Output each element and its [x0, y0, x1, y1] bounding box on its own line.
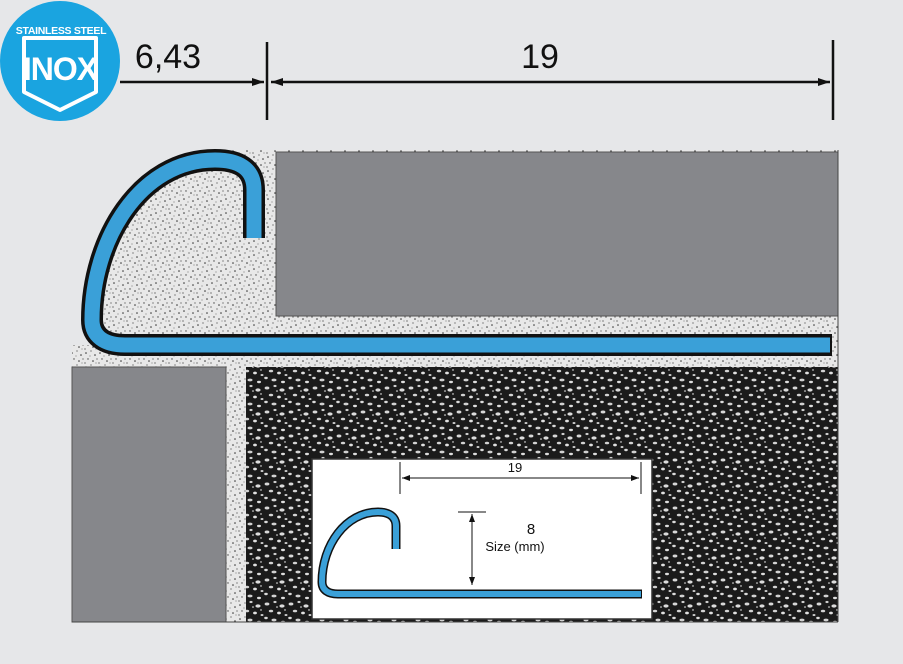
bottom-left-tile — [71, 366, 227, 623]
inox-badge: STAINLESS STEEL INOX — [0, 1, 120, 121]
adhesive-fill — [72, 150, 228, 345]
inset-size-label: Size (mm) — [485, 539, 544, 554]
badge-circle — [0, 1, 120, 121]
shield-icon — [22, 36, 98, 112]
trim-profile — [84, 152, 830, 353]
dim-left-value: 6,43 — [135, 38, 201, 76]
inset-profile — [319, 509, 641, 597]
inset-height-value: 8 — [527, 521, 535, 538]
dim-top-value: 19 — [521, 38, 559, 76]
badge-top-text: STAINLESS STEEL — [16, 25, 107, 37]
badge-main-text: INOX — [23, 51, 99, 87]
top-tile — [275, 151, 839, 317]
dimension-lines: 6,43 19 — [120, 38, 835, 120]
inset-width-value: 19 — [508, 460, 522, 475]
inset-size-box: 19 8 Size (mm) — [311, 458, 653, 620]
